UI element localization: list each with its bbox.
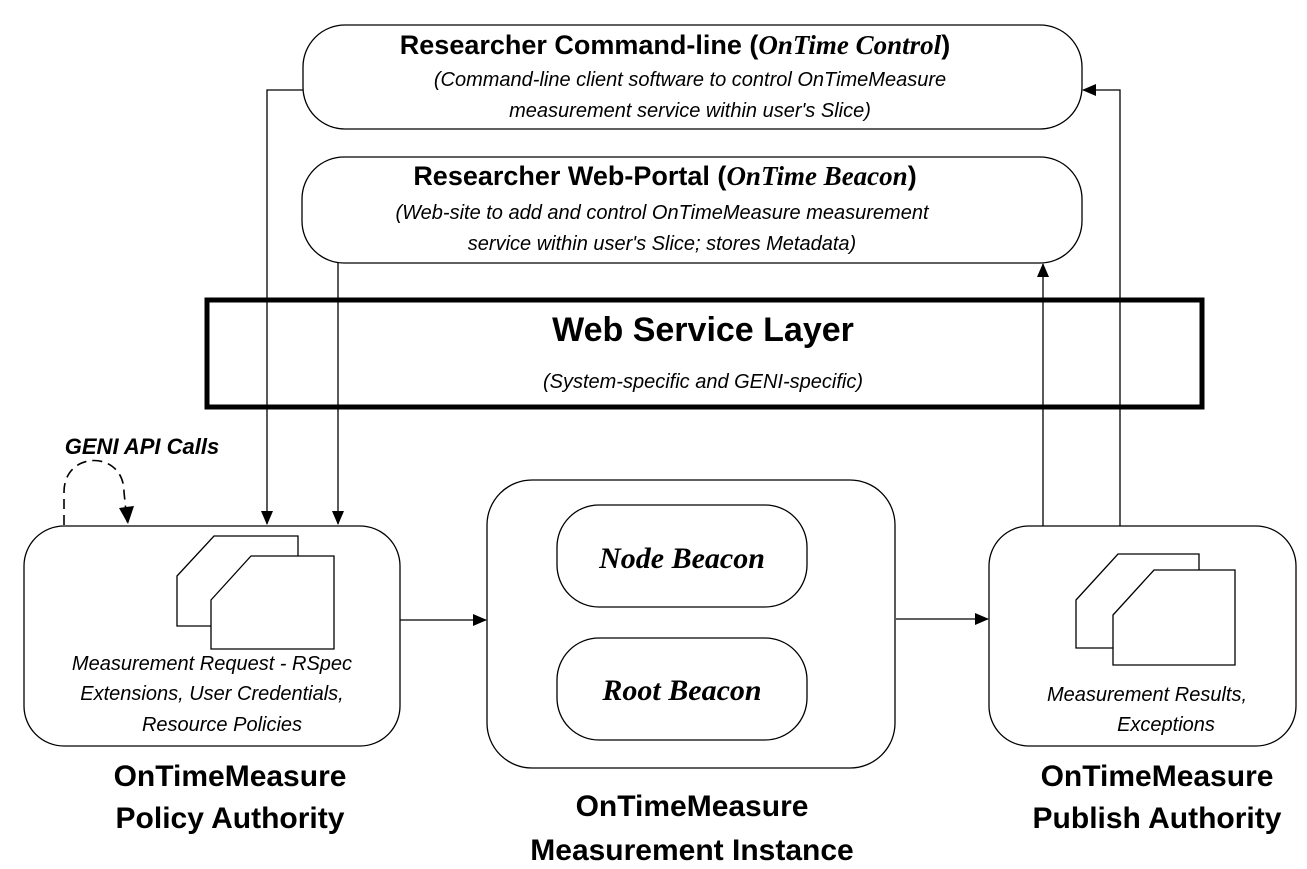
web-portal-description-line-2: service within user's Slice; stores Meta… xyxy=(468,233,856,255)
publish-authority-doc-line-1: Measurement Results, xyxy=(1047,684,1247,706)
geni-api-calls-loop-arrow xyxy=(63,459,128,525)
publish-authority-label-line-1: OnTimeMeasure xyxy=(1041,760,1274,793)
node-beacon-box: Node Beacon xyxy=(556,504,808,608)
command-line-description-line-1: (Command-line client software to control… xyxy=(434,69,946,91)
node-beacon-label: Node Beacon xyxy=(598,542,765,575)
publish-to-command-line-arrow xyxy=(1082,84,1121,527)
web-portal-title: Researcher Web-Portal (OnTime Beacon) xyxy=(413,161,916,191)
geni-api-calls-label: GENI API Calls xyxy=(65,434,219,459)
policy-authority-label-line-2: Policy Authority xyxy=(116,802,345,835)
web-service-layer-title: Web Service Layer xyxy=(552,311,854,349)
policy-authority-label-line-1: OnTimeMeasure xyxy=(114,760,347,793)
policy-authority-box: Measurement Request - RSpec Extensions, … xyxy=(23,525,401,747)
command-line-box: Researcher Command-line (OnTime Control)… xyxy=(302,24,1083,130)
web-portal-description-line-1: (Web-site to add and control OnTimeMeasu… xyxy=(395,202,929,224)
policy-authority-doc-line-3: Resource Policies xyxy=(142,714,302,736)
measurement-instance-label-line-2: Measurement Instance xyxy=(530,834,853,867)
command-line-description-line-2: measurement service within user's Slice) xyxy=(509,100,871,122)
policy-authority-doc-line-1: Measurement Request - RSpec xyxy=(72,653,352,675)
publish-authority-box: Measurement Results, Exceptions xyxy=(988,525,1297,747)
web-service-layer-box: Web Service Layer (System-specific and G… xyxy=(204,297,1205,410)
document-icon xyxy=(210,555,335,650)
geni-api-calls-arrowhead-icon xyxy=(119,506,134,524)
policy-authority-doc-line-2: Extensions, User Credentials, xyxy=(80,683,343,705)
publish-authority-label-line-2: Publish Authority xyxy=(1033,802,1282,835)
web-service-layer-subtitle: (System-specific and GENI-specific) xyxy=(543,371,863,393)
root-beacon-label: Root Beacon xyxy=(601,674,761,707)
document-icon xyxy=(1112,569,1236,666)
measurement-instance-box: Node Beacon Root Beacon xyxy=(486,479,896,769)
publish-authority-doc-line-2: Exceptions xyxy=(1117,714,1215,736)
measurement-instance-label-line-1: OnTimeMeasure xyxy=(576,790,809,823)
root-beacon-box: Root Beacon xyxy=(556,637,808,741)
command-line-to-policy-arrow xyxy=(261,89,303,525)
command-line-title: Researcher Command-line (OnTime Control) xyxy=(400,30,950,60)
web-portal-box: Researcher Web-Portal (OnTime Beacon) (W… xyxy=(301,156,1083,264)
